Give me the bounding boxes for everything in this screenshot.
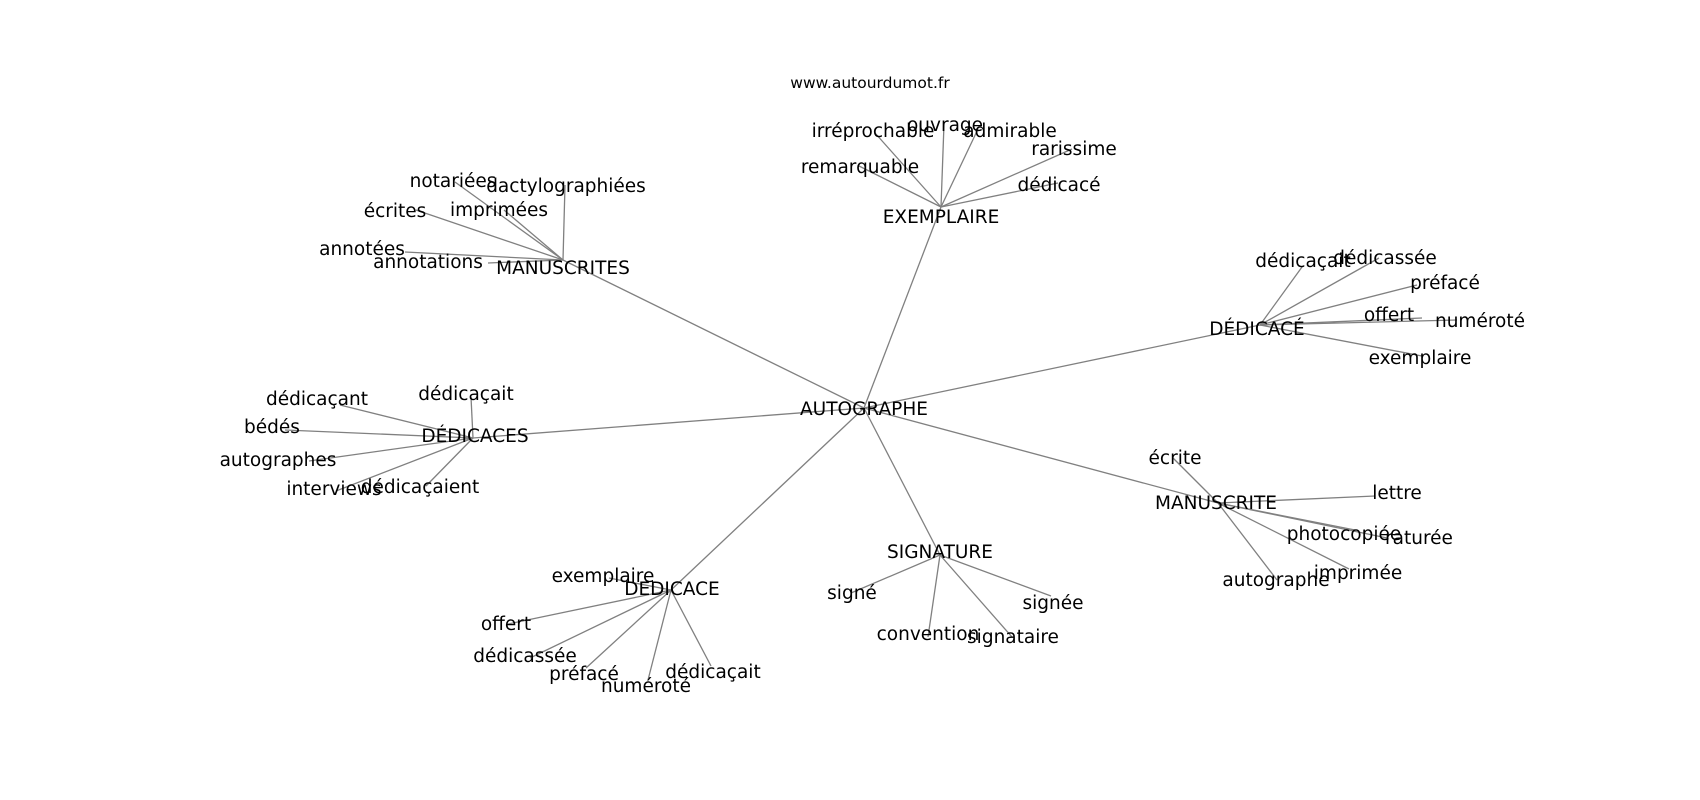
word-node: dactylographiées — [486, 176, 646, 197]
edge-dedicace-3 — [585, 589, 672, 669]
edge-dedicaces-1 — [470, 396, 474, 439]
graph-edges — [284, 123, 1458, 681]
hub-word-exemplaire: EXEMPLAIRE — [883, 207, 1000, 228]
edge-exemplaire-0 — [874, 132, 942, 208]
word-node: préfacé — [549, 664, 619, 685]
edge-exemplaire-5 — [940, 182, 1059, 208]
word-node: annotations — [373, 252, 483, 273]
word-node: notariées — [410, 171, 497, 192]
edge-dedicace-4 — [647, 589, 672, 681]
edge-manuscrites-1 — [562, 184, 566, 261]
word-node: dédicaçaient — [361, 477, 480, 498]
center-word: AUTOGRAPHE — [800, 399, 928, 420]
word-node: dédicaçait — [665, 662, 760, 683]
edge-dedicace-accent-2 — [1259, 284, 1418, 326]
edge-center-dedicace — [670, 407, 865, 591]
source-label: www.autourdumot.fr — [790, 74, 950, 92]
graph-labels: AUTOGRAPHEirréprochableouvrageadmirabler… — [220, 115, 1525, 697]
edge-dedicaces-3 — [308, 437, 474, 462]
edge-dedicace-accent-5 — [1259, 324, 1423, 357]
word-node: ouvrage — [907, 115, 983, 136]
edge-dedicaces-5 — [425, 437, 474, 487]
edge-center-dedicace-accent — [863, 324, 1261, 409]
edge-manuscrites-3 — [503, 209, 564, 261]
edge-dedicaces-0 — [339, 404, 474, 439]
word-node: admirable — [963, 121, 1056, 142]
word-node: offert — [481, 614, 531, 635]
edge-manuscrites-4 — [404, 251, 564, 261]
word-node: écrite — [1149, 448, 1202, 469]
word-node: bédés — [244, 417, 300, 438]
hub-word-dedicace: DEDICACE — [624, 579, 720, 600]
hub-word-manuscrites: MANUSCRITES — [496, 258, 630, 279]
edge-center-manuscrites — [562, 259, 865, 409]
edge-manuscrites-5 — [487, 259, 564, 264]
word-node: exemplaire — [552, 566, 655, 587]
word-node: autographes — [220, 450, 337, 471]
edge-manuscrites-2 — [415, 209, 564, 261]
word-node: annotées — [319, 239, 405, 260]
edge-dedicace-accent-0 — [1259, 266, 1303, 326]
edge-dedicaces-2 — [284, 429, 474, 439]
word-node: lettre — [1372, 483, 1422, 504]
edge-signature-2 — [927, 554, 941, 638]
edge-center-dedicaces — [472, 407, 865, 439]
word-node: remarquable — [801, 157, 919, 178]
hub-word-dedicaces: DÉDICACES — [421, 425, 528, 447]
edge-exemplaire-1 — [940, 123, 945, 208]
word-node: dédicacé — [1017, 175, 1100, 196]
word-node: signée — [1022, 593, 1083, 614]
word-node: dédicaçant — [266, 389, 368, 410]
edge-manuscrite-0 — [1172, 457, 1219, 504]
edge-exemplaire-2 — [940, 128, 979, 208]
hub-word-signature: SIGNATURE — [887, 542, 993, 563]
edge-dedicace-5 — [670, 589, 712, 667]
edge-dedicace-accent-4 — [1259, 319, 1458, 326]
word-node: convention — [877, 624, 980, 645]
word-node: imprimée — [1314, 563, 1402, 584]
word-node: dédicaçait — [418, 384, 513, 405]
word-node: interviews — [286, 479, 381, 500]
word-node: exemplaire — [1369, 348, 1472, 369]
edge-dedicace-1 — [507, 589, 672, 625]
word-node: irréprochable — [812, 121, 935, 142]
edge-center-manuscrite — [863, 407, 1219, 504]
edge-center-signature — [863, 407, 941, 556]
edge-manuscrite-1 — [1217, 495, 1376, 504]
word-node: dédicassée — [1333, 248, 1437, 269]
edge-manuscrite-3 — [1217, 502, 1388, 539]
edge-dedicace-accent-1 — [1259, 257, 1380, 326]
word-node: préfacé — [1410, 273, 1480, 294]
edge-signature-1 — [939, 554, 1052, 597]
word-node: imprimées — [450, 200, 548, 221]
word-node: dédicaçait — [1255, 251, 1350, 272]
edge-dedicaces-4 — [335, 437, 474, 492]
word-node: raturée — [1385, 528, 1453, 549]
word-node: signataire — [967, 627, 1059, 648]
hub-word-dedicace-accent: DÉDICACÉ — [1209, 318, 1305, 340]
word-node: numéroté — [1435, 311, 1525, 332]
edge-dedicace-0 — [608, 577, 672, 591]
word-node: offert — [1364, 305, 1414, 326]
hub-word-manuscrite: MANUSCRITE — [1155, 493, 1277, 514]
word-node: écrites — [364, 201, 427, 222]
edge-center-exemplaire — [863, 206, 942, 409]
edge-manuscrite-5 — [1217, 502, 1350, 570]
word-node: numéroté — [601, 676, 691, 697]
word-node: rarissime — [1031, 139, 1117, 160]
word-node: photocopiée — [1287, 524, 1402, 545]
edge-dedicace-2 — [529, 589, 672, 659]
word-node: autographe — [1222, 570, 1329, 591]
word-node: signé — [827, 583, 877, 604]
edge-exemplaire-4 — [858, 165, 942, 208]
edge-exemplaire-3 — [940, 148, 1073, 208]
word-node: dédicassée — [473, 646, 577, 667]
edge-manuscrite-4 — [1217, 502, 1278, 581]
edge-signature-3 — [939, 554, 1013, 638]
edge-signature-0 — [850, 554, 941, 594]
edge-manuscrites-0 — [454, 181, 564, 261]
